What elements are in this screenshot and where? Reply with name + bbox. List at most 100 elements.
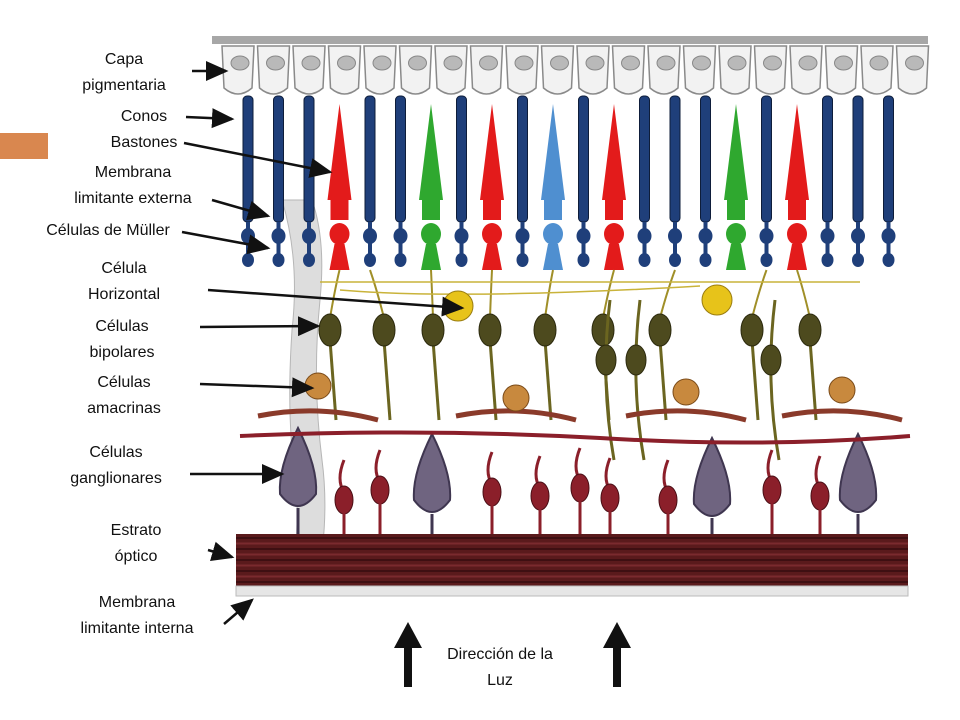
ganglion-dendrite [239, 430, 911, 445]
rod-outer-segment [395, 95, 406, 223]
cone-inner-segment [544, 198, 562, 220]
pigment-nucleus [763, 55, 782, 71]
rod-outer-segment [303, 95, 315, 223]
bipolar-cell [740, 313, 764, 347]
cone-outer-segment [724, 104, 748, 200]
pigment-nucleus [656, 55, 676, 71]
amacrine-cell [828, 376, 856, 404]
cone-pedicle [726, 244, 746, 270]
cone-pedicle [543, 244, 563, 270]
pigment-nucleus [834, 55, 853, 71]
amacrine-process [625, 408, 747, 423]
cone-nucleus [421, 223, 441, 245]
pointer-arrow [207, 541, 235, 561]
ganglion-cell [278, 425, 318, 507]
bipolar-axon [634, 299, 646, 461]
pigment-nucleus [550, 55, 569, 71]
rod-outer-segment [273, 95, 284, 223]
pigment-layer [221, 45, 930, 95]
label-muller: Células de Müller [46, 222, 170, 239]
pigment-nucleus [266, 55, 285, 71]
bipolar-axon [769, 299, 781, 461]
rod-outer-segment [242, 95, 254, 223]
small-ganglion-cell [810, 481, 830, 511]
cone-nucleus [543, 223, 563, 245]
bipolar-axon [431, 339, 441, 421]
cone-nucleus [726, 223, 746, 245]
bipolar-axon [488, 339, 498, 421]
pigment-nucleus [621, 55, 640, 71]
ganglion-cell [838, 431, 878, 513]
bipolar-cell [318, 313, 342, 347]
cone-outer-segment [480, 104, 504, 200]
amacrine-process [455, 408, 577, 423]
pointer-arrow [223, 598, 254, 625]
cone-inner-segment [727, 198, 745, 220]
bipolar-axon [604, 299, 616, 461]
cone-pedicle [482, 244, 502, 270]
cone-nucleus [482, 223, 502, 245]
bipolar-layer [318, 299, 822, 461]
bipolar-dendrite [751, 269, 768, 319]
bipolar-axon [808, 339, 818, 421]
bipolar-cell [421, 313, 445, 347]
light-arrow-right [603, 622, 631, 687]
small-ganglion-cell [570, 473, 590, 503]
cone-pedicle [421, 244, 441, 270]
bipolar-axon [658, 339, 668, 421]
rod-outer-segment [517, 95, 528, 223]
bipolar-axon [382, 339, 392, 421]
horizontal-process [339, 285, 701, 295]
bipolar-dendrite [796, 269, 811, 319]
pigment-top-band [212, 36, 928, 44]
pigment-nucleus [443, 55, 463, 71]
pointer-arrow [207, 288, 465, 317]
cone-nucleus [787, 223, 807, 245]
ganglion-cell [692, 435, 732, 517]
pigment-nucleus [230, 55, 250, 71]
bipolar-cell [798, 313, 822, 347]
bipolar-cell [591, 313, 615, 347]
pigment-nucleus [479, 55, 498, 71]
ganglion-layer [239, 425, 911, 538]
cone-outer-segment [419, 104, 443, 200]
rod-outer-segment [822, 95, 833, 223]
bipolar-cell [478, 313, 502, 347]
light-arrow-left [394, 622, 422, 687]
bipolar-cell [625, 344, 647, 376]
small-ganglion-cell [370, 475, 390, 505]
bipolar-dendrite [489, 269, 493, 319]
amacrine-cell [672, 378, 700, 406]
synapse-connections [320, 269, 860, 322]
bipolar-dendrite [544, 269, 554, 319]
pigment-nucleus [372, 55, 392, 71]
amacrine-cell [502, 384, 530, 412]
bipolar-cell [760, 344, 782, 376]
pigment-nucleus [337, 55, 356, 71]
rod-outer-segment [364, 95, 376, 223]
bipolar-dendrite [659, 269, 676, 319]
label-pointers [181, 61, 465, 625]
cone-pedicle [787, 244, 807, 270]
amacrine-process [257, 408, 379, 423]
bipolar-cell [533, 313, 557, 347]
cone-outer-segment [785, 104, 809, 200]
bipolar-axon [328, 339, 338, 421]
bipolar-dendrite [329, 269, 341, 319]
pigment-nucleus [869, 55, 889, 71]
pigment-nucleus [905, 55, 924, 71]
ganglion-cell [412, 431, 452, 513]
amacrine-cell [304, 372, 332, 400]
cone-nucleus [329, 223, 350, 245]
bipolar-axon [543, 339, 553, 421]
bipolar-dendrite [369, 269, 385, 319]
pointer-arrow [199, 377, 315, 398]
rod-outer-segment [883, 95, 894, 223]
rod-outer-segment [578, 95, 589, 223]
